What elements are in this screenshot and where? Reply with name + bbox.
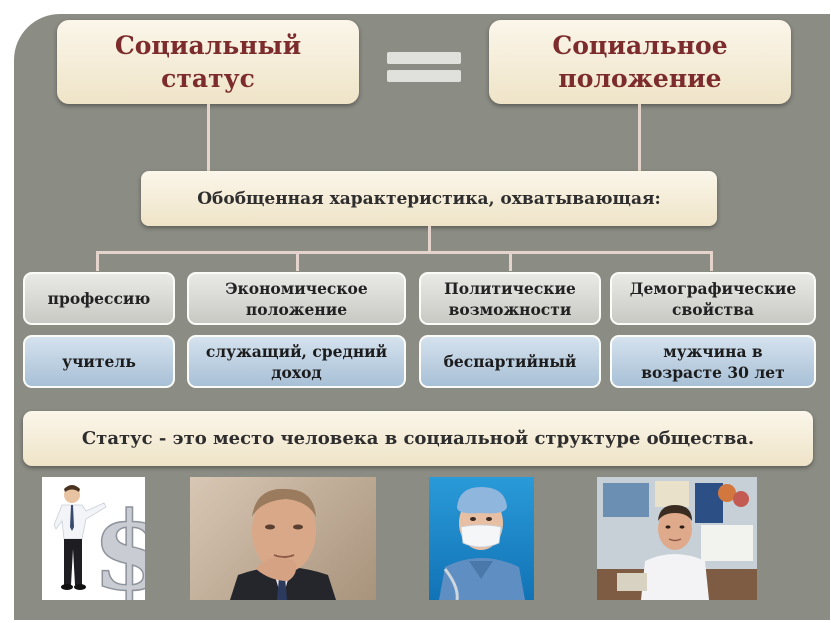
surgeon-illustration <box>439 487 525 600</box>
connector-summary-stem <box>428 226 431 252</box>
social-status-title: Социальный статус <box>57 20 359 104</box>
teacher-classroom-image <box>597 477 757 600</box>
category-demographic-properties: Демографические свойства <box>610 272 816 325</box>
category-political-opportunities: Политические возможности <box>419 272 601 325</box>
businessman-with-dollar-image: $ <box>42 477 145 600</box>
example-non-partisan: беспартийный <box>419 335 601 388</box>
summary-box: Обобщенная характеристика, охватывающая: <box>141 171 717 226</box>
example-employee-middle-income: служащий, средний доход <box>187 335 406 388</box>
example-teacher: учитель <box>23 335 175 388</box>
connector-branch-2 <box>296 251 299 271</box>
businessman-illustration: $ <box>53 485 145 600</box>
connector-horizontal-bar <box>96 251 713 254</box>
category-economic-position: Экономическое положение <box>187 272 406 325</box>
category-profession: профессию <box>23 272 175 325</box>
connector-left-title <box>207 104 210 172</box>
connector-right-title <box>638 104 641 172</box>
surgeon-image <box>429 477 534 600</box>
example-man-aged-30: мужчина в возрасте 30 лет <box>610 335 816 388</box>
equals-sign-bottom-bar <box>387 70 461 82</box>
definition-box: Статус - это место человека в социальной… <box>23 411 813 466</box>
connector-branch-1 <box>96 251 99 271</box>
equals-sign-top-bar <box>387 52 461 64</box>
connector-branch-3 <box>509 251 512 271</box>
politician-portrait-image <box>190 477 376 600</box>
connector-branch-4 <box>710 251 713 271</box>
social-position-title: Социальное положение <box>489 20 791 104</box>
teacher-illustration <box>597 477 757 600</box>
politician-illustration <box>230 488 336 600</box>
